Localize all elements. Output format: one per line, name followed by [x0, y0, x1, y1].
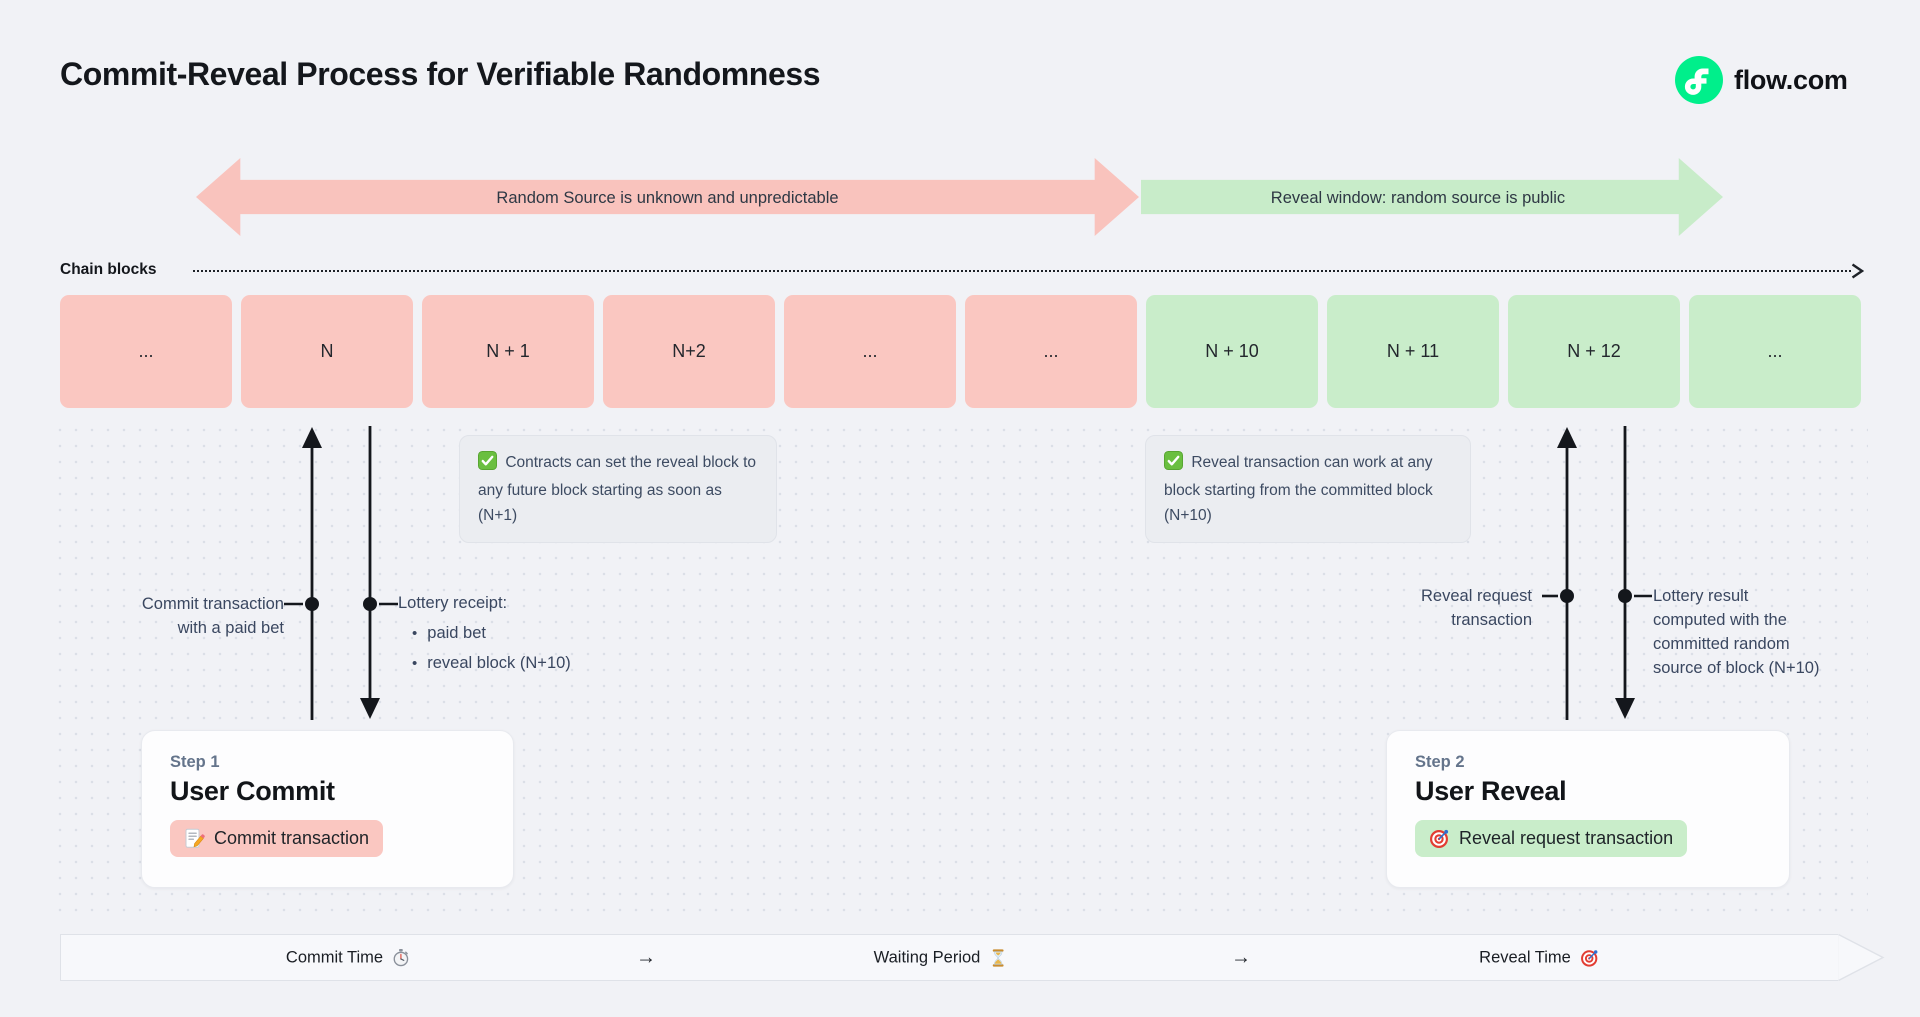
commit-transaction-badge: Commit transaction — [170, 820, 384, 857]
bullet-line: • reveal block (N+10) — [398, 651, 571, 675]
chain-block-label: ... — [1767, 341, 1783, 361]
timeline-label: Waiting Period — [873, 948, 981, 966]
target-icon — [1580, 948, 1599, 967]
page-title: Commit-Reveal Process for Verifiable Ran… — [60, 56, 821, 92]
callout-line: computed with the — [1653, 611, 1787, 630]
target-icon — [1429, 828, 1450, 849]
timeline-label: Commit Time — [285, 948, 384, 966]
step-card-user-commit: Step 1 User Commit Commit transaction — [141, 730, 514, 888]
chain-block-label: ... — [138, 341, 154, 361]
note-commit-window: Contracts can set the reveal block to an… — [459, 435, 777, 544]
brand-label: flow.com — [1734, 64, 1848, 95]
phase-arrow-reveal: Reveal window: random source is public — [1141, 158, 1723, 236]
bullet-line: • paid bet — [398, 621, 571, 645]
chain-block: N + 1 — [422, 295, 594, 408]
callout-line: Commit transaction — [141, 595, 284, 613]
badge-label: Reveal request transaction — [1459, 828, 1674, 848]
chain-block: N + 10 — [1146, 295, 1318, 408]
step-title: User Commit — [170, 776, 335, 806]
chain-blocks-label: Chain blocks — [60, 261, 157, 278]
timeline-arrowhead-icon — [1838, 933, 1885, 986]
hourglass-icon — [989, 948, 1006, 967]
reveal-request-callout: Reveal request transaction — [1330, 584, 1532, 632]
chain-block-label: ... — [1043, 341, 1059, 361]
step-label: Step 2 — [1415, 753, 1465, 771]
timeline-bar: Commit Time → Waiting Period — [60, 934, 1838, 981]
callout-line: source of block (N+10) — [1653, 659, 1820, 678]
reveal-request-badge: Reveal request transaction — [1415, 820, 1688, 857]
chain-axis-dotted-line — [193, 270, 1851, 272]
arrow-right-icon: → — [1231, 946, 1251, 968]
note-reveal-window: Reveal transaction can work at any block… — [1145, 435, 1471, 544]
phase-arrow-commit-label: Random Source is unknown and unpredictab… — [496, 188, 839, 207]
chain-block: N — [241, 295, 413, 408]
step-card-user-reveal: Step 2 User Reveal Reveal request transa… — [1386, 730, 1790, 888]
callout-line: transaction — [1451, 611, 1532, 630]
step-title: User Reveal — [1415, 776, 1567, 806]
chain-block: N + 11 — [1327, 295, 1499, 408]
commit-arrows — [270, 426, 400, 725]
bullet-icon: • — [412, 625, 418, 643]
bullet-text: paid bet — [427, 624, 486, 643]
chain-block: ... — [965, 295, 1137, 408]
bullet-icon: • — [412, 655, 418, 673]
chain-block: ... — [60, 295, 232, 408]
chain-block-label: N — [320, 341, 334, 361]
chain-block: ... — [1689, 295, 1861, 408]
phase-arrow-commit: Random Source is unknown and unpredictab… — [196, 158, 1139, 236]
chain-block-label: N + 1 — [486, 341, 530, 361]
note-text: Reveal transaction can work at any block… — [1164, 454, 1433, 525]
reveal-arrows — [1540, 426, 1670, 725]
chain-block-label: N+2 — [672, 341, 706, 361]
timeline-item-waiting-period: Waiting Period — [874, 948, 1007, 967]
note-text: Contracts can set the reveal block to an… — [478, 454, 757, 525]
badge-label: Commit transaction — [214, 828, 370, 848]
callout-line: Lottery result — [1653, 587, 1749, 605]
timeline-arrow-separator: → — [1231, 946, 1251, 969]
step-label: Step 1 — [170, 753, 220, 771]
memo-icon — [184, 828, 205, 849]
check-icon — [478, 451, 497, 478]
arrow-right-icon: → — [636, 946, 656, 968]
chain-block-label: N + 11 — [1386, 341, 1440, 361]
callout-title: Lottery receipt: — [398, 594, 508, 612]
phase-arrow-reveal-label: Reveal window: random source is public — [1270, 188, 1566, 207]
timeline-item-reveal-time: Reveal Time — [1479, 948, 1599, 967]
chain-block: ... — [784, 295, 956, 408]
callout-line: with a paid bet — [177, 619, 284, 638]
bullet-text: reveal block (N+10) — [427, 654, 571, 673]
chain-block-label: ... — [862, 341, 878, 361]
timeline-label: Reveal Time — [1479, 948, 1571, 966]
chain-blocks-row: ... N N + 1 N+2 ... ... N + 10 N + 11 N … — [60, 295, 1861, 408]
callout-line: committed random — [1653, 635, 1790, 654]
chain-block: N + 12 — [1508, 295, 1680, 408]
timeline-item-commit-time: Commit Time — [286, 948, 410, 967]
flow-logo-icon — [1675, 56, 1723, 104]
lottery-result-callout: Lottery result computed with the committ… — [1653, 584, 1883, 680]
lottery-receipt-callout: Lottery receipt: • paid bet • reveal blo… — [398, 591, 571, 675]
chain-block-label: N + 10 — [1205, 341, 1259, 361]
check-icon — [1164, 451, 1183, 478]
commit-transaction-callout: Commit transaction with a paid bet — [80, 592, 284, 640]
brand: flow.com — [1675, 56, 1848, 104]
chain-block: N+2 — [603, 295, 775, 408]
stopwatch-icon — [392, 949, 410, 967]
timeline-arrow-separator: → — [636, 946, 656, 969]
chain-block-label: N + 12 — [1567, 341, 1621, 361]
callout-line: Reveal request — [1421, 587, 1532, 605]
chain-axis-arrowhead-icon — [1851, 263, 1865, 284]
